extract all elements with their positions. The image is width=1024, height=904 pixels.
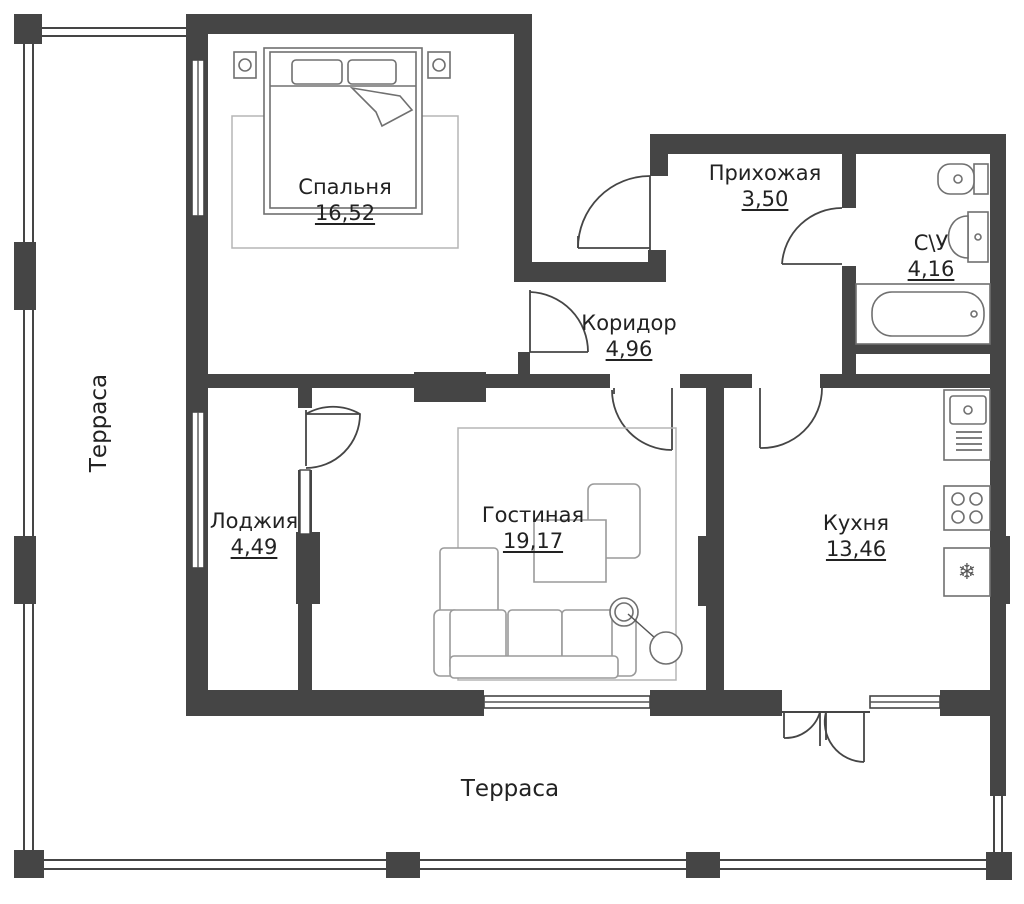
bed	[231, 47, 459, 249]
room-name: Спальня	[298, 175, 392, 199]
room-area: 13,46	[825, 537, 887, 561]
terrace-label-bottom: Терраса	[460, 776, 560, 802]
terrace-label-left: Терраса	[86, 373, 112, 473]
kitchen-fixtures	[943, 389, 991, 597]
room-area: 4,96	[605, 337, 653, 361]
room-label-hallway: Прихожая 3,50	[700, 160, 830, 212]
room-area: 3,50	[741, 187, 789, 211]
bathroom-fixtures	[855, 163, 991, 345]
room-name: Гостиная	[481, 503, 585, 527]
room-area: 4,16	[907, 257, 955, 281]
room-label-living: Гостиная 19,17	[470, 502, 596, 554]
room-label-loggia: Лоджия 4,49	[206, 508, 302, 560]
room-area: 4,49	[230, 535, 278, 559]
doors	[305, 175, 870, 763]
room-label-kitchen: Кухня 13,46	[804, 510, 908, 562]
room-name: Кухня	[822, 511, 890, 535]
room-name: Лоджия	[209, 509, 299, 533]
room-name: Коридор	[581, 311, 677, 335]
snowflake-icon: ❄	[957, 559, 977, 585]
room-name: С\У	[913, 231, 949, 255]
room-label-bedroom: Спальня 16,52	[290, 174, 400, 226]
room-name: Прихожая	[708, 161, 822, 185]
room-label-bathroom: С\У 4,16	[892, 230, 970, 282]
room-area: 16,52	[314, 201, 376, 225]
room-label-corridor: Коридор 4,96	[574, 310, 684, 362]
living-furniture	[433, 427, 683, 681]
room-area: 19,17	[502, 529, 564, 553]
terrace-outline	[14, 14, 1012, 880]
windows	[191, 59, 1010, 709]
